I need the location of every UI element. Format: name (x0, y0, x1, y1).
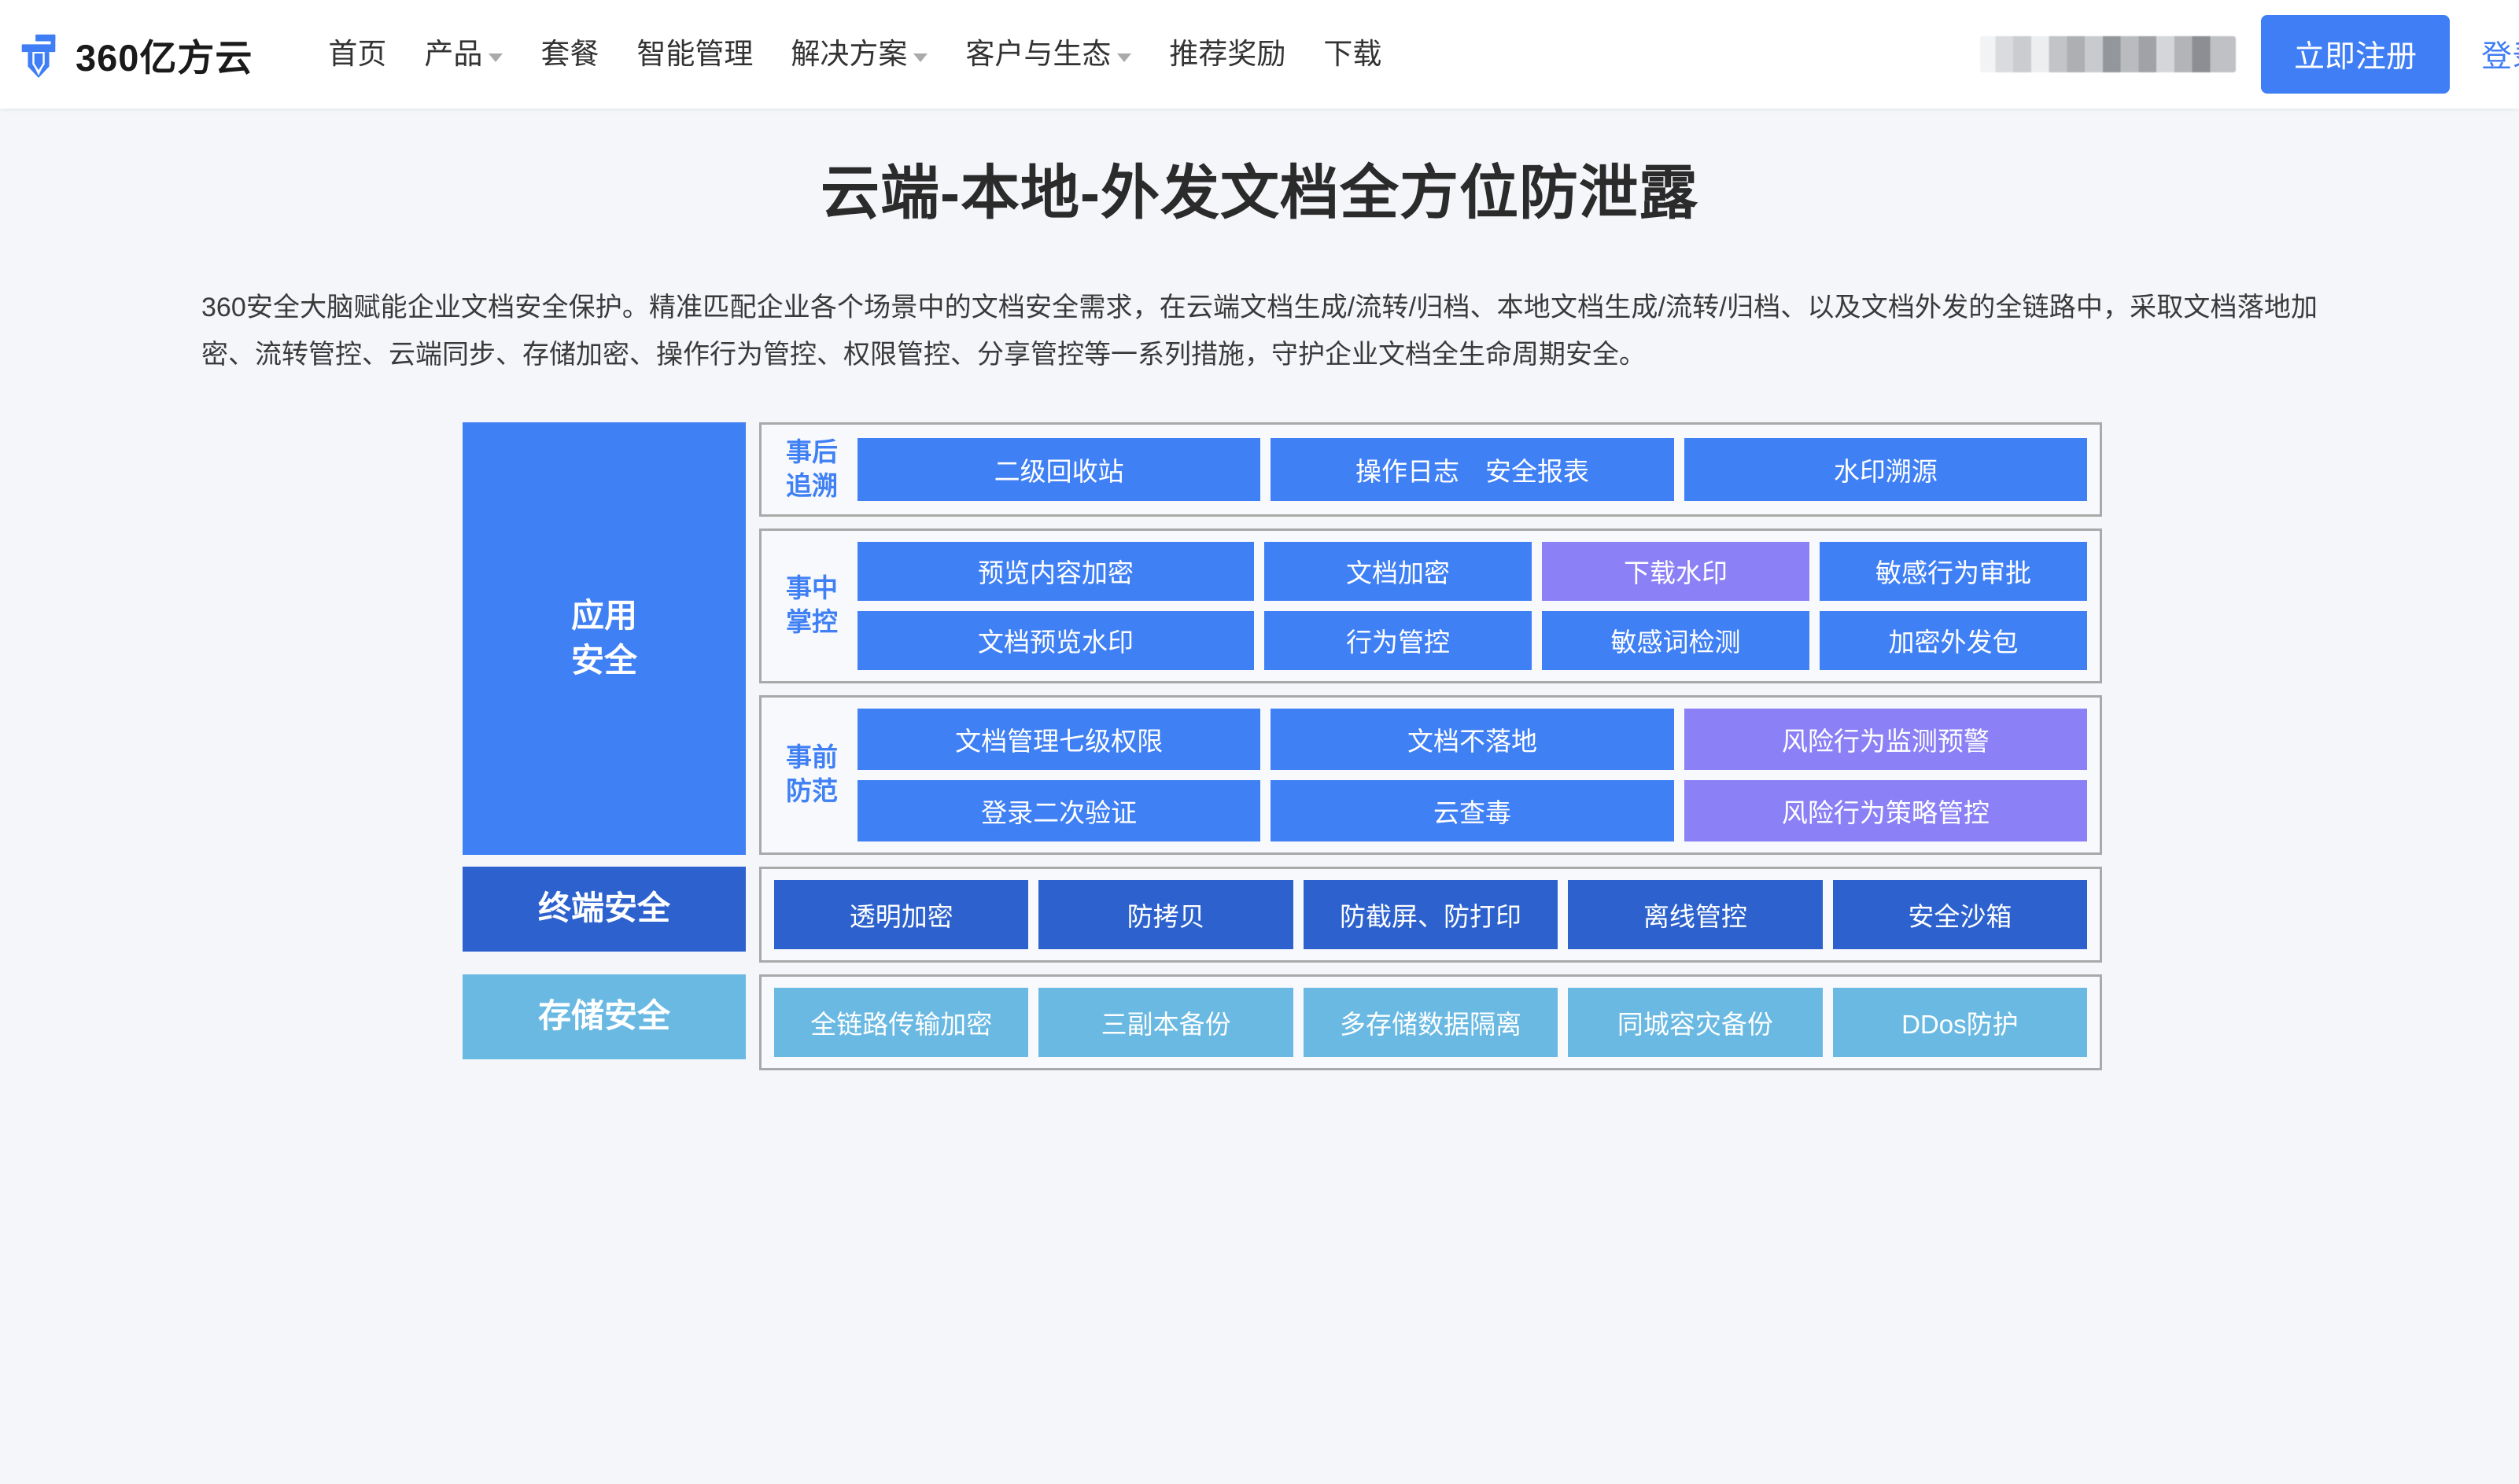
page-title: 云端-本地-外发文档全方位防泄露 (821, 160, 1698, 226)
category-terminal-security: 终端安全 (463, 866, 746, 952)
storage-security-row: 存储安全 全链路传输加密 三副本备份 多存储数据隔离 同城容灾备份 DDos防护 (463, 974, 2102, 1070)
tile-recycle-bin[interactable]: 二级回收站 (857, 437, 1261, 501)
application-security-row: 应用 安全 事后 追溯 二级回收站 操作日志 安全报表 水印溯源 事中 掌控 (463, 422, 2102, 855)
security-architecture-diagram: 应用 安全 事后 追溯 二级回收站 操作日志 安全报表 水印溯源 事中 掌控 (463, 422, 2102, 1070)
tile-full-link-transport-encryption[interactable]: 全链路传输加密 (774, 987, 1029, 1057)
register-button[interactable]: 立即注册 (2260, 15, 2450, 94)
nav-item-label: 客户与生态 (965, 38, 1112, 70)
chevron-down-icon (489, 53, 503, 62)
group-post-incident-tracing: 事后 追溯 二级回收站 操作日志 安全报表 水印溯源 (759, 422, 2102, 517)
group-tiles: 二级回收站 操作日志 安全报表 水印溯源 (857, 437, 2087, 501)
tile-ddos-protection[interactable]: DDos防护 (1832, 987, 2088, 1057)
brand-logo[interactable]: 360亿方云 (14, 28, 253, 82)
tile-login-two-factor[interactable]: 登录二次验证 (857, 779, 1261, 841)
group-in-process-control: 事中 掌控 预览内容加密 文档加密 下载水印 敏感行为审批 文档预览水印 行为管… (759, 528, 2102, 683)
tile-row: 全链路传输加密 三副本备份 多存储数据隔离 同城容灾备份 DDos防护 (774, 987, 2088, 1057)
nav-item-plans[interactable]: 套餐 (522, 0, 618, 109)
group-tiles: 文档管理七级权限 文档不落地 风险行为监测预警 登录二次验证 云查毒 风险行为策… (857, 708, 2087, 841)
tile-operation-log-security-report[interactable]: 操作日志 安全报表 (1271, 437, 1674, 501)
terminal-security-group: 透明加密 防拷贝 防截屏、防打印 离线管控 安全沙箱 (759, 866, 2102, 963)
nav-links: 首页 产品 套餐 智能管理 解决方案 客户与生态 推荐奖励 下载 (309, 0, 1400, 109)
group-tiles: 透明加密 防拷贝 防截屏、防打印 离线管控 安全沙箱 (774, 879, 2088, 949)
nav-item-customers-ecosystem[interactable]: 客户与生态 (946, 0, 1150, 109)
login-link[interactable]: 登录 (2480, 40, 2519, 74)
group-tiles: 全链路传输加密 三副本备份 多存储数据隔离 同城容灾备份 DDos防护 (774, 987, 2088, 1057)
nav-item-products[interactable]: 产品 (405, 0, 522, 109)
tile-cloud-antivirus[interactable]: 云查毒 (1271, 779, 1674, 841)
nav-item-referral-rewards[interactable]: 推荐奖励 (1150, 0, 1304, 109)
storage-security-group: 全链路传输加密 三副本备份 多存储数据隔离 同城容灾备份 DDos防护 (759, 974, 2102, 1070)
nav-item-home[interactable]: 首页 (309, 0, 405, 109)
tile-risk-behavior-policy-control[interactable]: 风险行为策略管控 (1684, 779, 2087, 841)
tile-triple-replica-backup[interactable]: 三副本备份 (1038, 987, 1293, 1057)
tile-behavior-control[interactable]: 行为管控 (1264, 610, 1532, 670)
category-application-security: 应用 安全 (463, 422, 746, 855)
nav-item-download[interactable]: 下载 (1304, 0, 1400, 109)
tile-multi-storage-data-isolation[interactable]: 多存储数据隔离 (1303, 987, 1558, 1057)
tile-no-local-storage[interactable]: 文档不落地 (1271, 708, 1674, 770)
group-label: 事中 掌控 (786, 573, 838, 637)
group-pre-incident-prevention: 事前 防范 文档管理七级权限 文档不落地 风险行为监测预警 登录二次验证 云查毒… (759, 694, 2102, 855)
tile-download-watermark[interactable]: 下载水印 (1542, 541, 1809, 601)
nav-right-actions: 立即注册 登录 (1979, 0, 2519, 109)
tile-document-preview-watermark[interactable]: 文档预览水印 (857, 610, 1254, 670)
tile-row: 登录二次验证 云查毒 风险行为策略管控 (857, 779, 2087, 841)
group-tiles: 预览内容加密 文档加密 下载水印 敏感行为审批 文档预览水印 行为管控 敏感词检… (857, 541, 2087, 670)
tile-row: 预览内容加密 文档加密 下载水印 敏感行为审批 (857, 541, 2087, 601)
nav-item-label: 下载 (1323, 38, 1382, 70)
category-storage-security: 存储安全 (463, 974, 746, 1059)
tile-offline-control[interactable]: 离线管控 (1568, 879, 1823, 949)
redacted-account-text (1979, 36, 2236, 72)
tile-security-sandbox[interactable]: 安全沙箱 (1832, 879, 2088, 949)
tile-document-encryption[interactable]: 文档加密 (1264, 541, 1532, 601)
nav-item-label: 首页 (328, 38, 387, 70)
nav-item-label: 解决方案 (791, 38, 908, 70)
tile-watermark-tracing[interactable]: 水印溯源 (1684, 437, 2087, 501)
top-navigation-bar: 360亿方云 首页 产品 套餐 智能管理 解决方案 客户与生态 推荐奖励 下载 (0, 0, 2519, 109)
tile-preview-content-encryption[interactable]: 预览内容加密 (857, 541, 1254, 601)
nav-item-solutions[interactable]: 解决方案 (772, 0, 946, 109)
tile-row: 二级回收站 操作日志 安全报表 水印溯源 (857, 437, 2087, 501)
nav-item-label: 产品 (424, 38, 483, 70)
tile-sensitive-behavior-approval[interactable]: 敏感行为审批 (1820, 541, 2087, 601)
tile-anti-copy[interactable]: 防拷贝 (1038, 879, 1293, 949)
tile-encrypted-outgoing-package[interactable]: 加密外发包 (1820, 610, 2087, 670)
tile-same-city-disaster-backup[interactable]: 同城容灾备份 (1568, 987, 1823, 1057)
hero-section: 云端-本地-外发文档全方位防泄露 360安全大脑赋能企业文档安全保护。精准匹配企… (0, 109, 2519, 378)
tile-row: 透明加密 防拷贝 防截屏、防打印 离线管控 安全沙箱 (774, 879, 2088, 949)
tile-sensitive-word-detection[interactable]: 敏感词检测 (1542, 610, 1809, 670)
chevron-down-icon (1117, 53, 1132, 62)
group-label: 事前 防范 (786, 742, 838, 806)
tile-seven-level-permissions[interactable]: 文档管理七级权限 (857, 708, 1261, 770)
page-description: 360安全大脑赋能企业文档安全保护。精准匹配企业各个场景中的文档安全需求，在云端… (201, 293, 2318, 370)
tile-row: 文档管理七级权限 文档不落地 风险行为监测预警 (857, 708, 2087, 770)
tile-transparent-encryption[interactable]: 透明加密 (774, 879, 1029, 949)
brand-name: 360亿方云 (76, 36, 253, 79)
group-label: 事后 追溯 (786, 437, 838, 500)
nav-item-label: 智能管理 (636, 38, 754, 70)
tile-risk-behavior-monitoring-alert[interactable]: 风险行为监测预警 (1684, 708, 2087, 770)
terminal-security-row: 终端安全 透明加密 防拷贝 防截屏、防打印 离线管控 安全沙箱 (463, 866, 2102, 963)
tile-row: 文档预览水印 行为管控 敏感词检测 加密外发包 (857, 610, 2087, 670)
tile-anti-screenshot-anti-print[interactable]: 防截屏、防打印 (1303, 879, 1558, 949)
chevron-down-icon (913, 53, 928, 62)
nav-item-label: 套餐 (540, 38, 599, 70)
nav-item-smart-management[interactable]: 智能管理 (618, 0, 772, 109)
application-security-groups: 事后 追溯 二级回收站 操作日志 安全报表 水印溯源 事中 掌控 预览内容加密 … (759, 422, 2102, 855)
nav-item-label: 推荐奖励 (1169, 38, 1286, 70)
pen-nib-logo-icon (21, 34, 56, 79)
